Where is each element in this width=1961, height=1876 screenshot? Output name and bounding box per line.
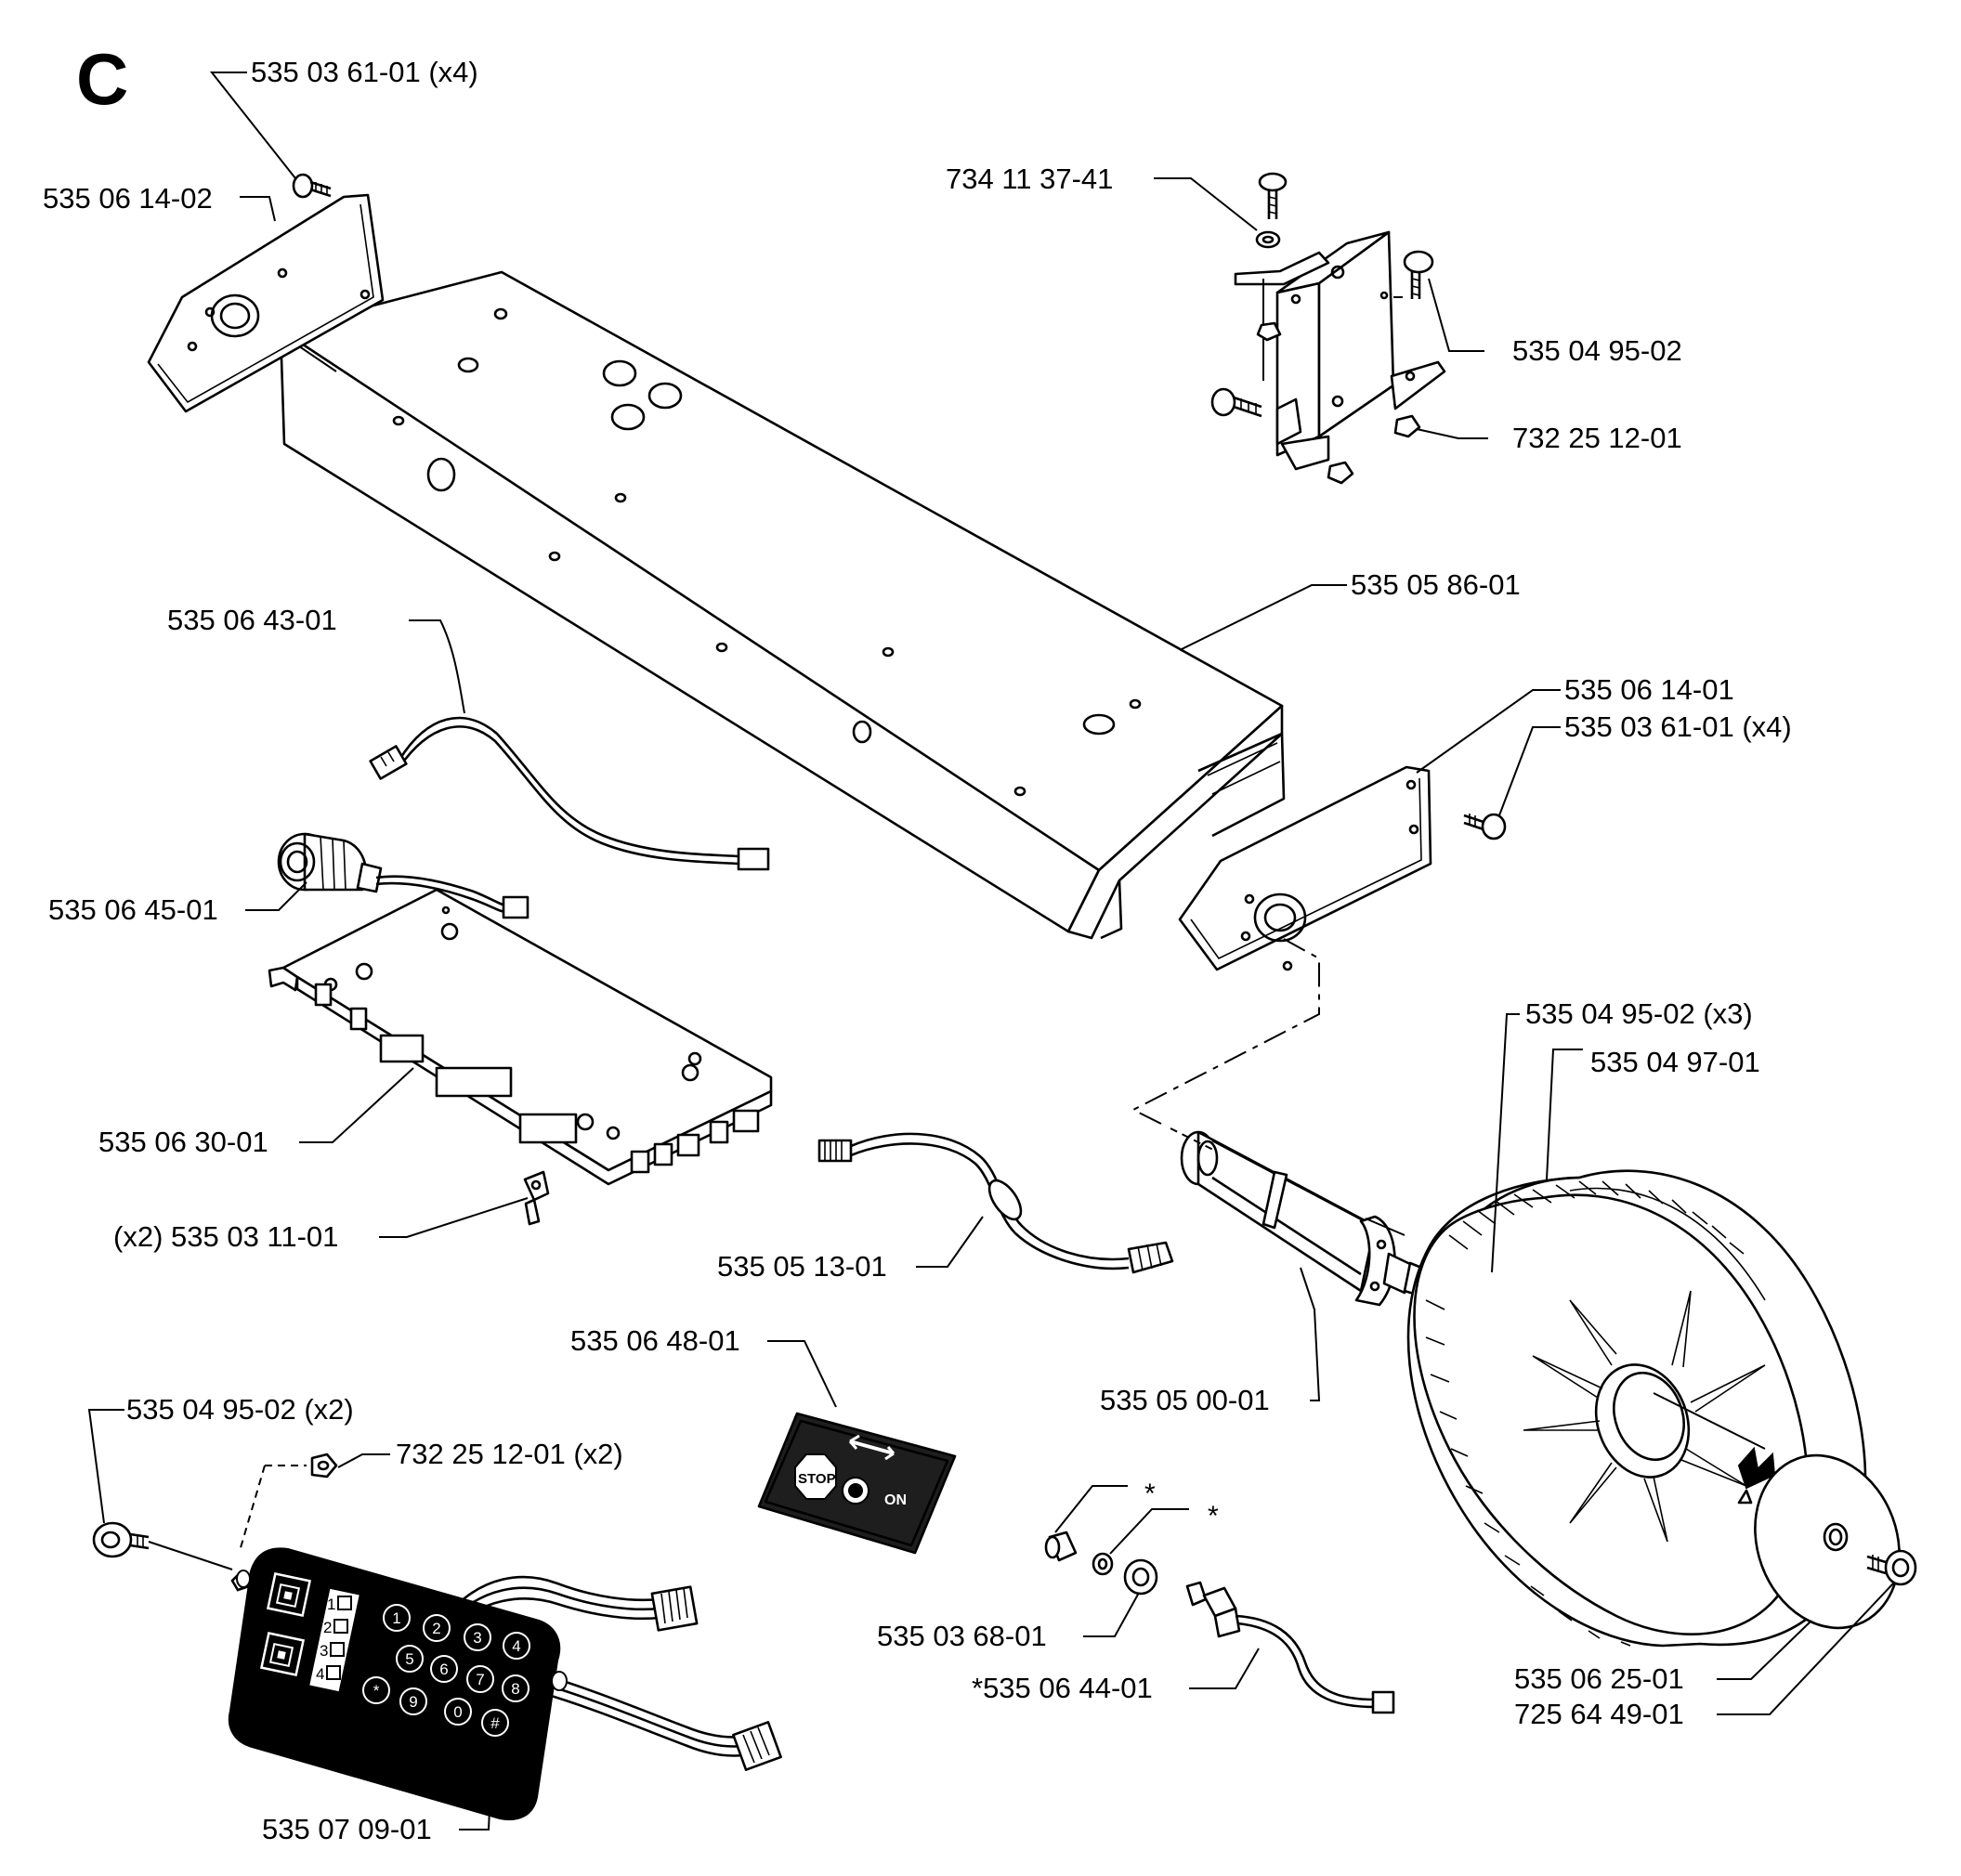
cable-middle <box>817 1132 1174 1274</box>
part-labels: 535 03 61-01 (x4) 535 06 14-02 734 11 37… <box>43 56 1792 1845</box>
keypad-side-number: 1 <box>327 1596 335 1613</box>
keypad-side-number: 4 <box>316 1665 324 1683</box>
keypad-key-label: 8 <box>511 1680 519 1698</box>
label-decal: 535 06 48-01 <box>570 1324 740 1357</box>
circuit-board <box>268 888 773 1226</box>
decal-on-text: ON <box>884 1492 907 1508</box>
end-plate-left <box>147 193 385 413</box>
keypad-key-circle <box>481 1709 509 1737</box>
keypad-key-circle <box>362 1676 390 1704</box>
label-nut-keypad: 732 25 12-01 (x2) <box>396 1438 623 1470</box>
label-keypad: 535 07 09-01 <box>262 1813 432 1845</box>
keypad: 1 2 3 4 1 2 3 4 5 6 7 8 9 0 * # <box>92 1453 782 1820</box>
label-motor: 535 05 00-01 <box>1100 1384 1270 1416</box>
keypad-key-label: 3 <box>473 1629 481 1647</box>
keypad-side-box <box>333 1619 348 1634</box>
bolt-right <box>1463 813 1507 840</box>
keypad-key-label: 9 <box>409 1693 417 1711</box>
keypad-key-circle <box>466 1665 494 1693</box>
keypad-key-circle <box>396 1645 424 1673</box>
keypad-key-circle <box>423 1614 451 1642</box>
cable-upper <box>369 716 770 871</box>
label-hub-screw: 725 64 49-01 <box>1514 1698 1684 1730</box>
keypad-side-number: 2 <box>323 1619 332 1636</box>
keypad-key-label: 2 <box>432 1620 440 1637</box>
label-screw-switch-right: 535 04 95-02 <box>1512 334 1682 367</box>
keypad-key-label: 6 <box>439 1661 448 1678</box>
hub-cap <box>1737 1446 1901 1630</box>
keypad-key-circle <box>464 1623 491 1651</box>
keypad-side-number: 3 <box>320 1642 328 1660</box>
motor <box>1131 937 1454 1307</box>
label-hub-cap: 535 06 25-01 <box>1514 1662 1684 1695</box>
label-cable-upper: 535 06 43-01 <box>167 604 337 636</box>
label-cable-middle: 535 05 13-01 <box>717 1250 887 1283</box>
decal: STOP ON <box>757 1412 957 1555</box>
keypad-key-label: 5 <box>405 1650 413 1668</box>
keypad-key-label: # <box>490 1714 500 1732</box>
label-circuit-board: 535 06 30-01 <box>98 1126 268 1158</box>
label-end-plate-left: 535 06 14-02 <box>43 182 213 215</box>
section-letter: C <box>76 38 128 120</box>
keypad-key-circle <box>430 1655 458 1683</box>
label-bolt-right: 535 03 61-01 (x4) <box>1564 710 1792 743</box>
sensor-coil <box>277 832 529 919</box>
keypad-key-label: * <box>373 1682 380 1700</box>
keypad-key-circle <box>383 1604 411 1632</box>
keypad-side-box <box>337 1596 352 1610</box>
label-clip: (x2) 535 03 11-01 <box>113 1220 338 1253</box>
leader-lines <box>87 72 1894 1830</box>
label-bolt-top-left: 535 03 61-01 (x4) <box>251 56 478 88</box>
label-stop-switch: *535 06 44-01 <box>972 1672 1153 1704</box>
label-wheel: 535 04 97-01 <box>1590 1046 1760 1078</box>
label-asterisk-b: * <box>1208 1501 1219 1531</box>
label-asterisk-a: * <box>1144 1479 1156 1509</box>
label-nut-switch-small: 535 03 68-01 <box>877 1620 1047 1652</box>
keypad-side-box <box>330 1642 345 1657</box>
keypad-key-label: 0 <box>453 1703 462 1721</box>
keypad-key-circle <box>503 1632 530 1660</box>
label-screw-switch-bracket: 734 11 37-41 <box>946 163 1113 195</box>
switch-bracket <box>1210 172 1446 485</box>
label-nut-switch: 732 25 12-01 <box>1512 422 1682 454</box>
label-screw-keypad: 535 04 95-02 (x2) <box>126 1393 354 1426</box>
main-housing <box>278 270 1286 940</box>
keypad-side-box <box>326 1665 341 1680</box>
keypad-key-circle <box>399 1687 427 1715</box>
label-screw-motor-flange: 535 04 95-02 (x3) <box>1525 997 1753 1030</box>
decal-stop-text: STOP <box>798 1471 836 1487</box>
keypad-key-label: 7 <box>476 1671 484 1688</box>
keypad-key-label: 4 <box>512 1637 520 1655</box>
bolt-top-left <box>292 173 332 199</box>
hub-screw <box>1866 1549 1917 1586</box>
label-end-plate-right: 535 06 14-01 <box>1564 673 1734 706</box>
wheel <box>1406 1169 1867 1648</box>
keypad-key-circle <box>502 1674 529 1702</box>
end-plate-right <box>1178 765 1432 971</box>
label-main-housing: 535 05 86-01 <box>1351 568 1521 601</box>
stop-switch-parts <box>1044 1531 1395 1714</box>
keypad-key-circle <box>444 1698 472 1726</box>
keypad-key-label: 1 <box>392 1609 400 1627</box>
label-sensor-coil: 535 06 45-01 <box>48 893 218 926</box>
